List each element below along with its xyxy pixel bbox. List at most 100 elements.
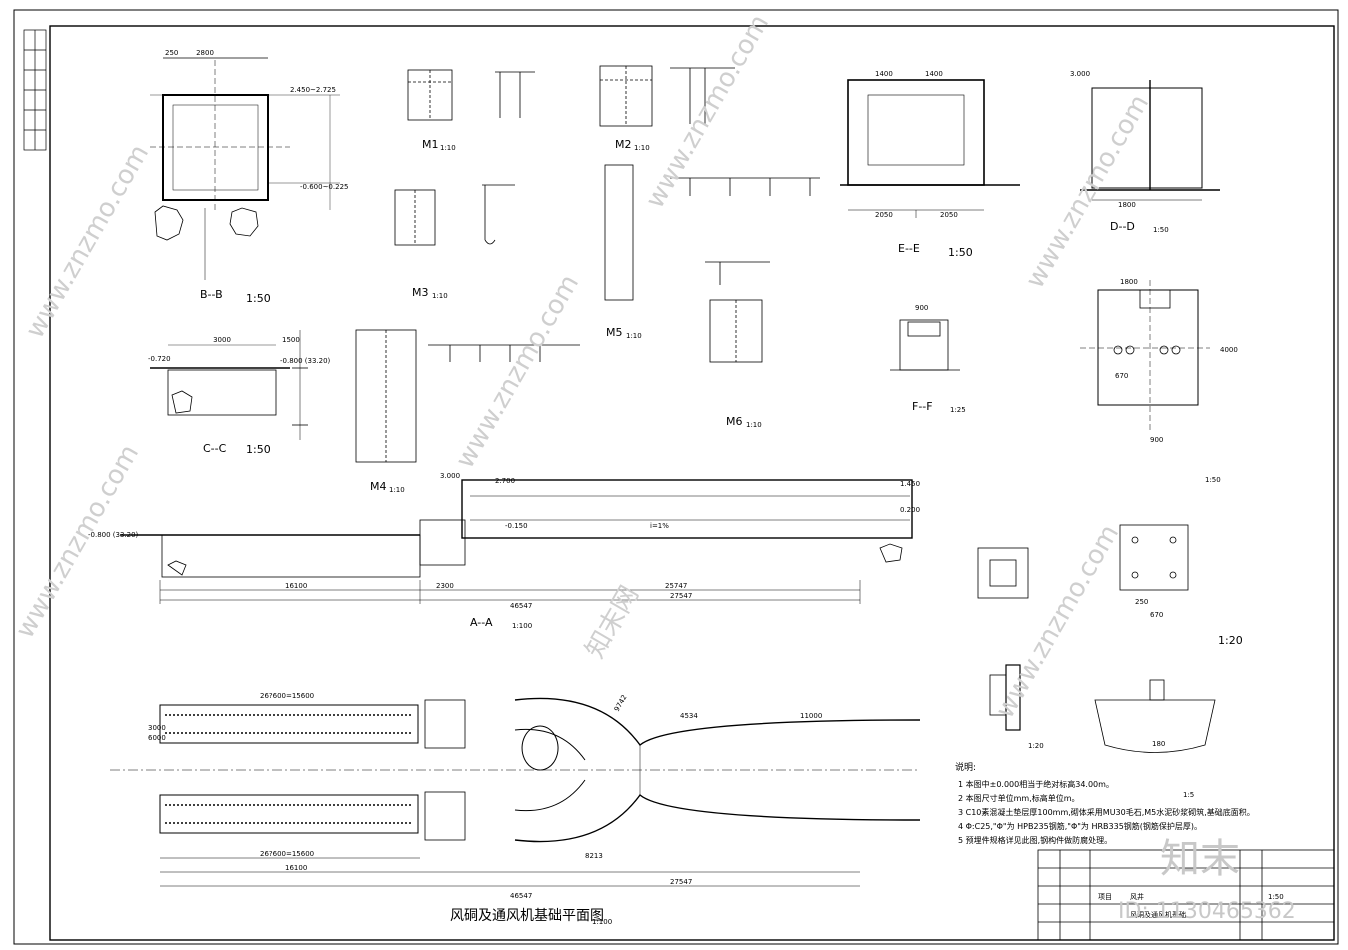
aa-slope: i=1% xyxy=(650,522,669,530)
m4-scale: 1:10 xyxy=(389,486,405,494)
detail-rail-section xyxy=(1094,679,1216,753)
embed-m2 xyxy=(599,65,735,127)
note-1: 1 本图中±0.000相当于绝对标高34.00m。 xyxy=(958,779,1114,789)
dd-title: D--D xyxy=(1110,220,1135,233)
aa-dim-16100: 16100 xyxy=(285,582,307,590)
embed-m6 xyxy=(705,261,770,363)
plan-dim-15600b: 26?600=15600 xyxy=(260,850,314,858)
outer-frame xyxy=(13,9,1339,945)
cc-elev-2: -0.800 (33.20) xyxy=(280,357,331,365)
title-block xyxy=(1037,849,1335,941)
plan-dim-9742: 9742 xyxy=(613,694,629,713)
ff-title: F--F xyxy=(912,400,933,413)
fan-dim-900: 900 xyxy=(1150,436,1163,444)
aa-elev-800: -0.800 (33.20) xyxy=(88,531,139,539)
m6-scale: 1:10 xyxy=(746,421,762,429)
inner-frame xyxy=(49,25,1335,941)
aa-elev-150: -0.150 xyxy=(505,522,528,530)
section-aa xyxy=(120,479,913,604)
rail-scale: 1:20 xyxy=(1218,634,1243,647)
fan-dim-670: 670 xyxy=(1115,372,1128,380)
aa-scale: 1:100 xyxy=(512,622,532,630)
aa-elev-200: 0.200 xyxy=(900,506,920,514)
fan-scale: 1:50 xyxy=(1205,476,1221,484)
plan-dim-6000: 6000 xyxy=(148,734,166,742)
ee-scale: 1:50 xyxy=(948,246,973,259)
notes-title: 说明: xyxy=(955,761,976,773)
tb-row1: 项目 xyxy=(1098,893,1112,901)
m5-scale: 1:10 xyxy=(626,332,642,340)
aa-dim-46547: 46547 xyxy=(510,602,532,610)
section-bb xyxy=(150,57,340,280)
cc-dim-3000: 3000 xyxy=(213,336,231,344)
fan-base-plan xyxy=(1080,280,1210,430)
m2-label: M2 xyxy=(615,138,632,151)
watermark-site-2: www.znzmo.com xyxy=(640,10,775,214)
embed-m4 xyxy=(355,329,580,463)
tb-row3: 风硐及通风机基础 xyxy=(1130,910,1186,919)
rail-section-scale: 1:5 xyxy=(1183,791,1194,799)
ff-scale: 1:25 xyxy=(950,406,966,414)
aa-dim-27547: 27547 xyxy=(670,592,692,600)
cc-scale: 1:50 xyxy=(246,443,271,456)
watermark-brand-1: 知末网 xyxy=(580,581,645,664)
dd-scale: 1:50 xyxy=(1153,226,1169,234)
note-4: 4 Φ:C25,"Φ"为 HPB235钢筋,"Φ"为 HRB335钢筋(钢筋保护… xyxy=(958,821,1202,831)
fan-dim-1800: 1800 xyxy=(1120,278,1138,286)
section-ee xyxy=(840,79,1020,218)
cc-dim-1500: 1500 xyxy=(282,336,300,344)
embed-m1 xyxy=(407,69,535,121)
plan-scale: 1:100 xyxy=(592,918,612,926)
dd-dim-1800: 1800 xyxy=(1118,201,1136,209)
m1-scale: 1:10 xyxy=(440,144,456,152)
section-ff xyxy=(890,319,960,371)
aa-dim-25747: 25747 xyxy=(665,582,687,590)
bb-elev-bottom: -0.600~0.225 xyxy=(300,183,348,191)
wall-scale: 1:20 xyxy=(1028,742,1044,750)
ee-dim-1400a: 1400 xyxy=(875,70,893,78)
watermark-site-5: www.znzmo.com xyxy=(10,440,145,644)
aa-elev-1450: 1.450 xyxy=(900,480,920,488)
dd-elev-3000: 3.000 xyxy=(1070,70,1090,78)
m6-label: M6 xyxy=(726,415,743,428)
plan-title: 风硐及通风机基础平面图 xyxy=(450,907,604,924)
plan-view xyxy=(110,697,921,887)
rail-dim-670: 670 xyxy=(1150,611,1163,619)
bb-dim-250: 250 xyxy=(165,49,178,57)
plan-dim-16100: 16100 xyxy=(285,864,307,872)
watermark-logo: 知末 xyxy=(1160,836,1240,882)
section-cc xyxy=(150,330,308,440)
watermark-site-4: www.znzmo.com xyxy=(1020,90,1155,294)
rail-dim-180: 180 xyxy=(1152,740,1165,748)
ee-dim-2050a: 2050 xyxy=(875,211,893,219)
m2-scale: 1:10 xyxy=(634,144,650,152)
tb-scale: 1:50 xyxy=(1268,893,1284,901)
tb-row2: 风井 xyxy=(1130,892,1144,901)
bb-scale: 1:50 xyxy=(246,292,271,305)
plan-dim-46547: 46547 xyxy=(510,892,532,900)
plan-dim-3000: 3000 xyxy=(148,724,166,732)
aa-title: A--A xyxy=(470,616,493,629)
m4-label: M4 xyxy=(370,480,387,493)
plan-dim-15600a: 26?600=15600 xyxy=(260,692,314,700)
plan-dim-11000: 11000 xyxy=(800,712,822,720)
m5-label: M5 xyxy=(606,326,623,339)
m3-scale: 1:10 xyxy=(432,292,448,300)
binding-strip xyxy=(23,29,47,151)
m1-label: M1 xyxy=(422,138,439,151)
watermark-site-1: www.znzmo.com xyxy=(20,140,155,344)
note-5: 5 预埋件规格详见此图,钢构件做防腐处理。 xyxy=(958,835,1112,845)
ff-dim-900: 900 xyxy=(915,304,928,312)
ee-dim-2050b: 2050 xyxy=(940,211,958,219)
aa-dim-2300: 2300 xyxy=(436,582,454,590)
embed-m3 xyxy=(394,184,515,246)
aa-elev-3000: 3.000 xyxy=(440,472,460,480)
ee-title: E--E xyxy=(898,242,920,255)
ee-dim-1400b: 1400 xyxy=(925,70,943,78)
m3-label: M3 xyxy=(412,286,429,299)
detail-rail-base-plan xyxy=(1119,524,1189,591)
detail-wall xyxy=(989,664,1021,731)
watermark-site-3: www.znzmo.com xyxy=(450,270,585,474)
bb-elev-top: 2.450~2.725 xyxy=(290,86,336,94)
